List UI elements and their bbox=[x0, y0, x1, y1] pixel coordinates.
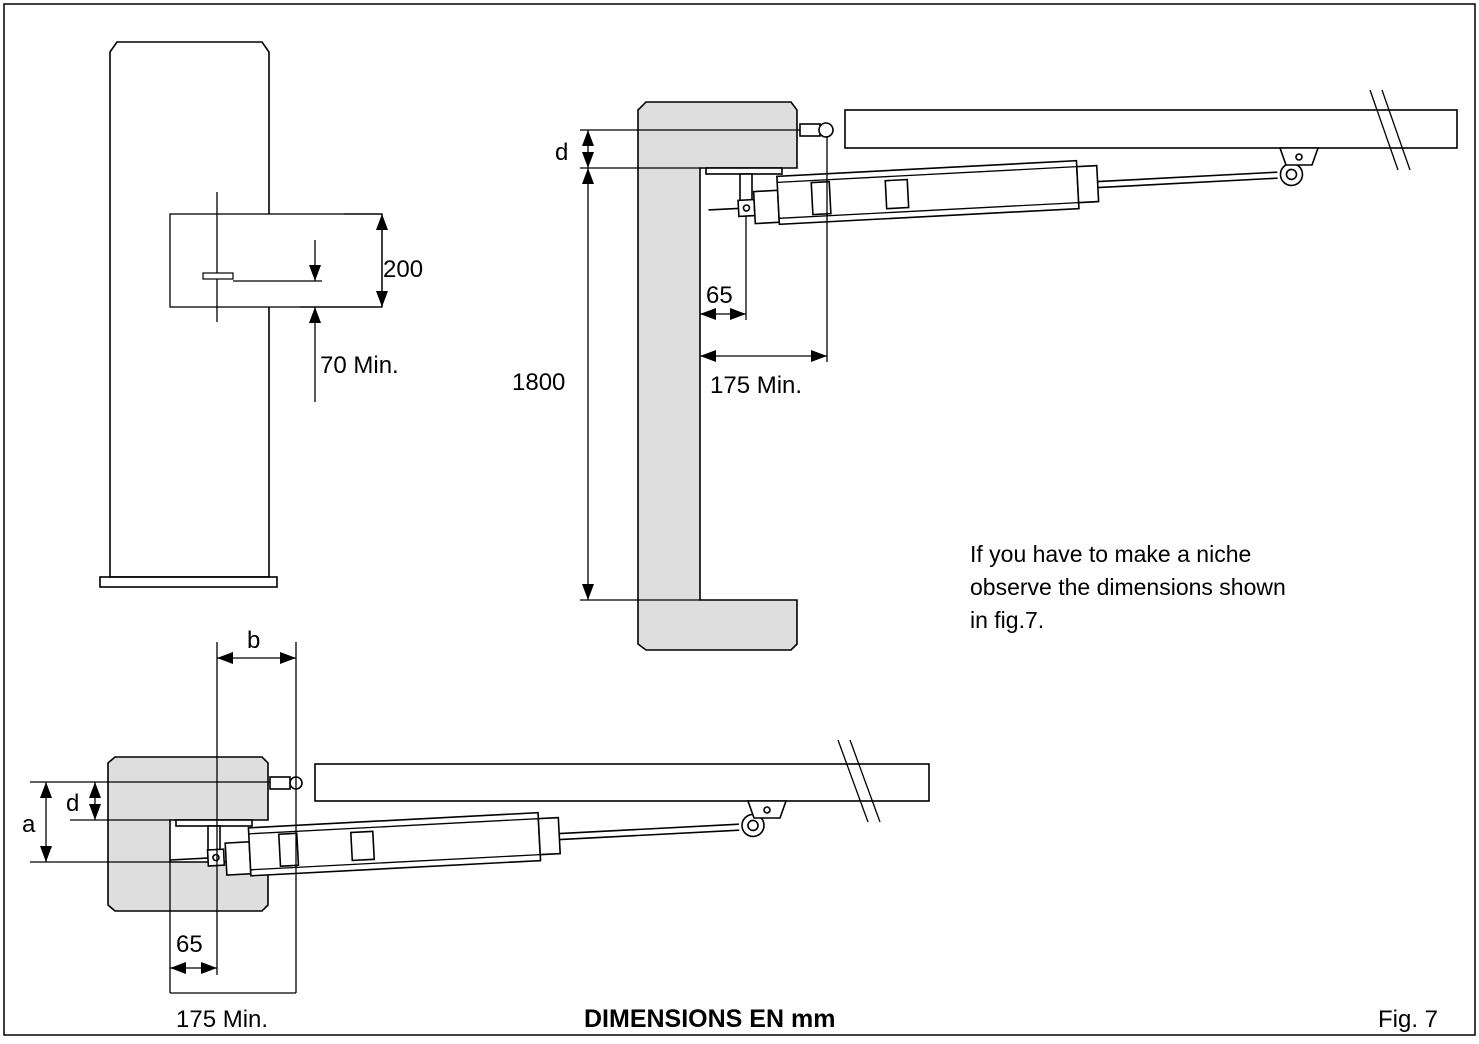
operator-plan bbox=[169, 811, 765, 877]
dim-70-arrow-top bbox=[309, 265, 321, 281]
gate-beam bbox=[844, 109, 1458, 149]
plan-dim-175-label: 175 Min. bbox=[176, 1006, 268, 1033]
note-line-3: in fig.7. bbox=[970, 607, 1044, 633]
note-line-1: If you have to make a niche bbox=[970, 541, 1251, 567]
operator-niche bbox=[708, 159, 1304, 226]
figure-frame bbox=[3, 3, 1476, 1036]
dim-b-label: b bbox=[247, 627, 260, 654]
plan-beam-break-2 bbox=[849, 739, 881, 823]
dim-65-arrow-right bbox=[730, 308, 746, 320]
plan-clevis-hole bbox=[763, 806, 771, 814]
wall-bracket bbox=[705, 167, 783, 175]
dim-65-arrow-left bbox=[700, 308, 716, 320]
bracket-post bbox=[739, 173, 753, 203]
plan-hinge-pin bbox=[269, 776, 291, 790]
pillar-base bbox=[99, 576, 278, 588]
figure-label: Fig. 7 bbox=[1378, 1006, 1438, 1033]
plan-view: a d b 65 175 Min. bbox=[22, 627, 930, 1033]
hinge-pin bbox=[799, 123, 821, 137]
dim-65-label: 65 bbox=[706, 282, 733, 309]
dim-175-arrow-right bbox=[811, 350, 827, 362]
plan-dim-65-label: 65 bbox=[176, 931, 203, 958]
dim-a-label: a bbox=[22, 811, 36, 838]
dim-1800-arrow-bottom bbox=[582, 584, 594, 600]
dim-175-label: 175 Min. bbox=[710, 372, 802, 399]
niche-wall bbox=[637, 101, 798, 651]
beam-break-line-2 bbox=[1381, 89, 1411, 171]
dim-d-label: d bbox=[555, 139, 568, 166]
plan-wall-bracket bbox=[175, 819, 253, 827]
plan-dim-d-label: d bbox=[66, 790, 79, 817]
plan-dim-d-arrow-bottom bbox=[89, 804, 101, 820]
note-line-2: observe the dimensions shown bbox=[970, 574, 1286, 600]
dim-175-arrow-left bbox=[700, 350, 716, 362]
figure-title: DIMENSIONS EN mm bbox=[584, 1005, 835, 1033]
plan-wall bbox=[107, 756, 269, 912]
dim-200-label: 200 bbox=[383, 256, 423, 283]
dim-200-arrow-bottom bbox=[376, 291, 388, 307]
dim-1800-arrow-top bbox=[582, 168, 594, 184]
dim-a-arrow-bottom bbox=[40, 846, 52, 862]
front-view: 200 70 Min. bbox=[99, 41, 423, 588]
niche-view: d 1800 65 175 Min. bbox=[512, 89, 1458, 651]
plan-beam-break-1 bbox=[837, 739, 869, 823]
clevis-hole-niche bbox=[1295, 153, 1303, 161]
plan-dim-d-arrow-top bbox=[89, 782, 101, 798]
dim-d-arrow-bottom bbox=[582, 152, 594, 168]
dim-a-arrow-top bbox=[40, 782, 52, 798]
plan-dim-65-arrow-right bbox=[201, 962, 217, 974]
hinge-pivot bbox=[818, 122, 834, 138]
pillar-outline bbox=[109, 41, 270, 578]
plan-dim-65-arrow-left bbox=[170, 962, 186, 974]
dim-200-arrow-top bbox=[376, 214, 388, 230]
dim-b-arrow-right bbox=[280, 652, 296, 664]
dim-1800-label: 1800 bbox=[512, 369, 565, 396]
beam-break-line-1 bbox=[1369, 89, 1399, 171]
dim-d-arrow-top bbox=[582, 130, 594, 146]
mounting-plate bbox=[169, 213, 383, 308]
bracket-slot bbox=[202, 272, 234, 280]
dim-b-arrow-left bbox=[217, 652, 233, 664]
dim-70-arrow-bottom bbox=[309, 307, 321, 323]
plan-gate-beam bbox=[314, 763, 930, 802]
dim-70-label: 70 Min. bbox=[320, 352, 399, 379]
niche-note: If you have to make a niche observe the … bbox=[970, 541, 1286, 633]
